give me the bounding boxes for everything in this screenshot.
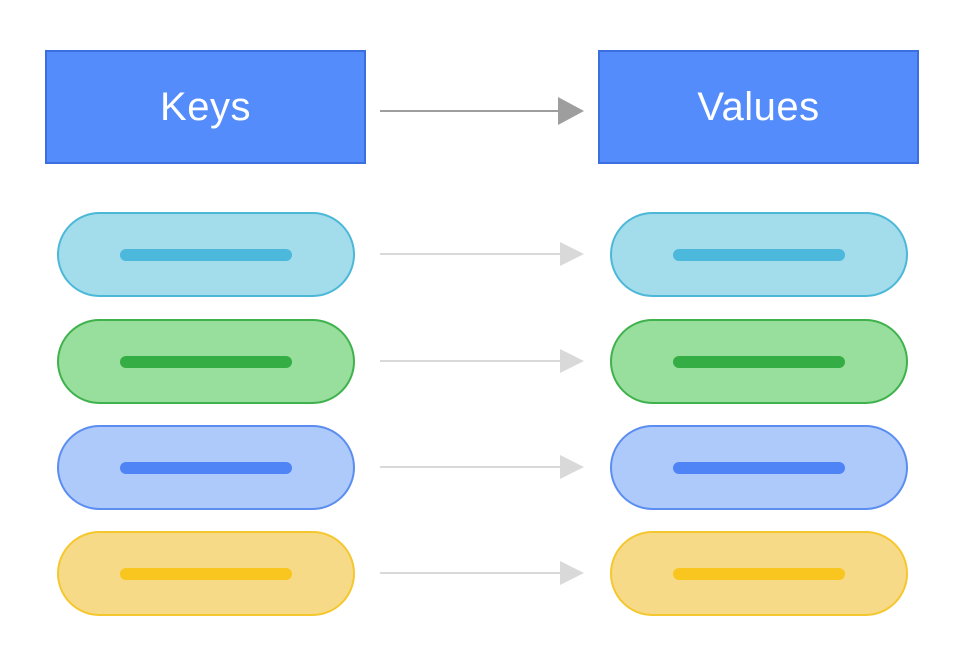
row-arrow-head [560,349,584,373]
row-arrow-head [560,455,584,479]
keys-header-label: Keys [160,84,251,129]
row-arrow-shaft [380,466,562,468]
key-pill-1 [57,212,355,297]
key-pill-4-bar [120,567,292,580]
value-pill-1 [610,212,908,297]
row-arrow-shaft [380,572,562,574]
row-arrow-icon-3 [380,455,584,479]
row-arrow-icon-2 [380,349,584,373]
value-pill-4-bar [673,567,845,580]
value-pill-2 [610,319,908,404]
value-pill-3 [610,425,908,510]
values-header-box: Values [598,50,919,164]
value-pill-2-bar [673,355,845,368]
value-pill-3-bar [673,461,845,474]
keys-header-box: Keys [45,50,366,164]
row-arrow-head [560,561,584,585]
row-arrow-icon-1 [380,242,584,266]
values-header-label: Values [697,84,820,129]
key-pill-4 [57,531,355,616]
header-arrow-head [558,97,584,125]
header-arrow-shaft [380,110,560,112]
key-pill-1-bar [120,248,292,261]
row-arrow-shaft [380,360,562,362]
header-arrow-icon [380,97,584,125]
row-arrow-icon-4 [380,561,584,585]
key-pill-3 [57,425,355,510]
row-arrow-shaft [380,253,562,255]
key-pill-2 [57,319,355,404]
key-pill-3-bar [120,461,292,474]
value-pill-4 [610,531,908,616]
key-pill-2-bar [120,355,292,368]
value-pill-1-bar [673,248,845,261]
row-arrow-head [560,242,584,266]
